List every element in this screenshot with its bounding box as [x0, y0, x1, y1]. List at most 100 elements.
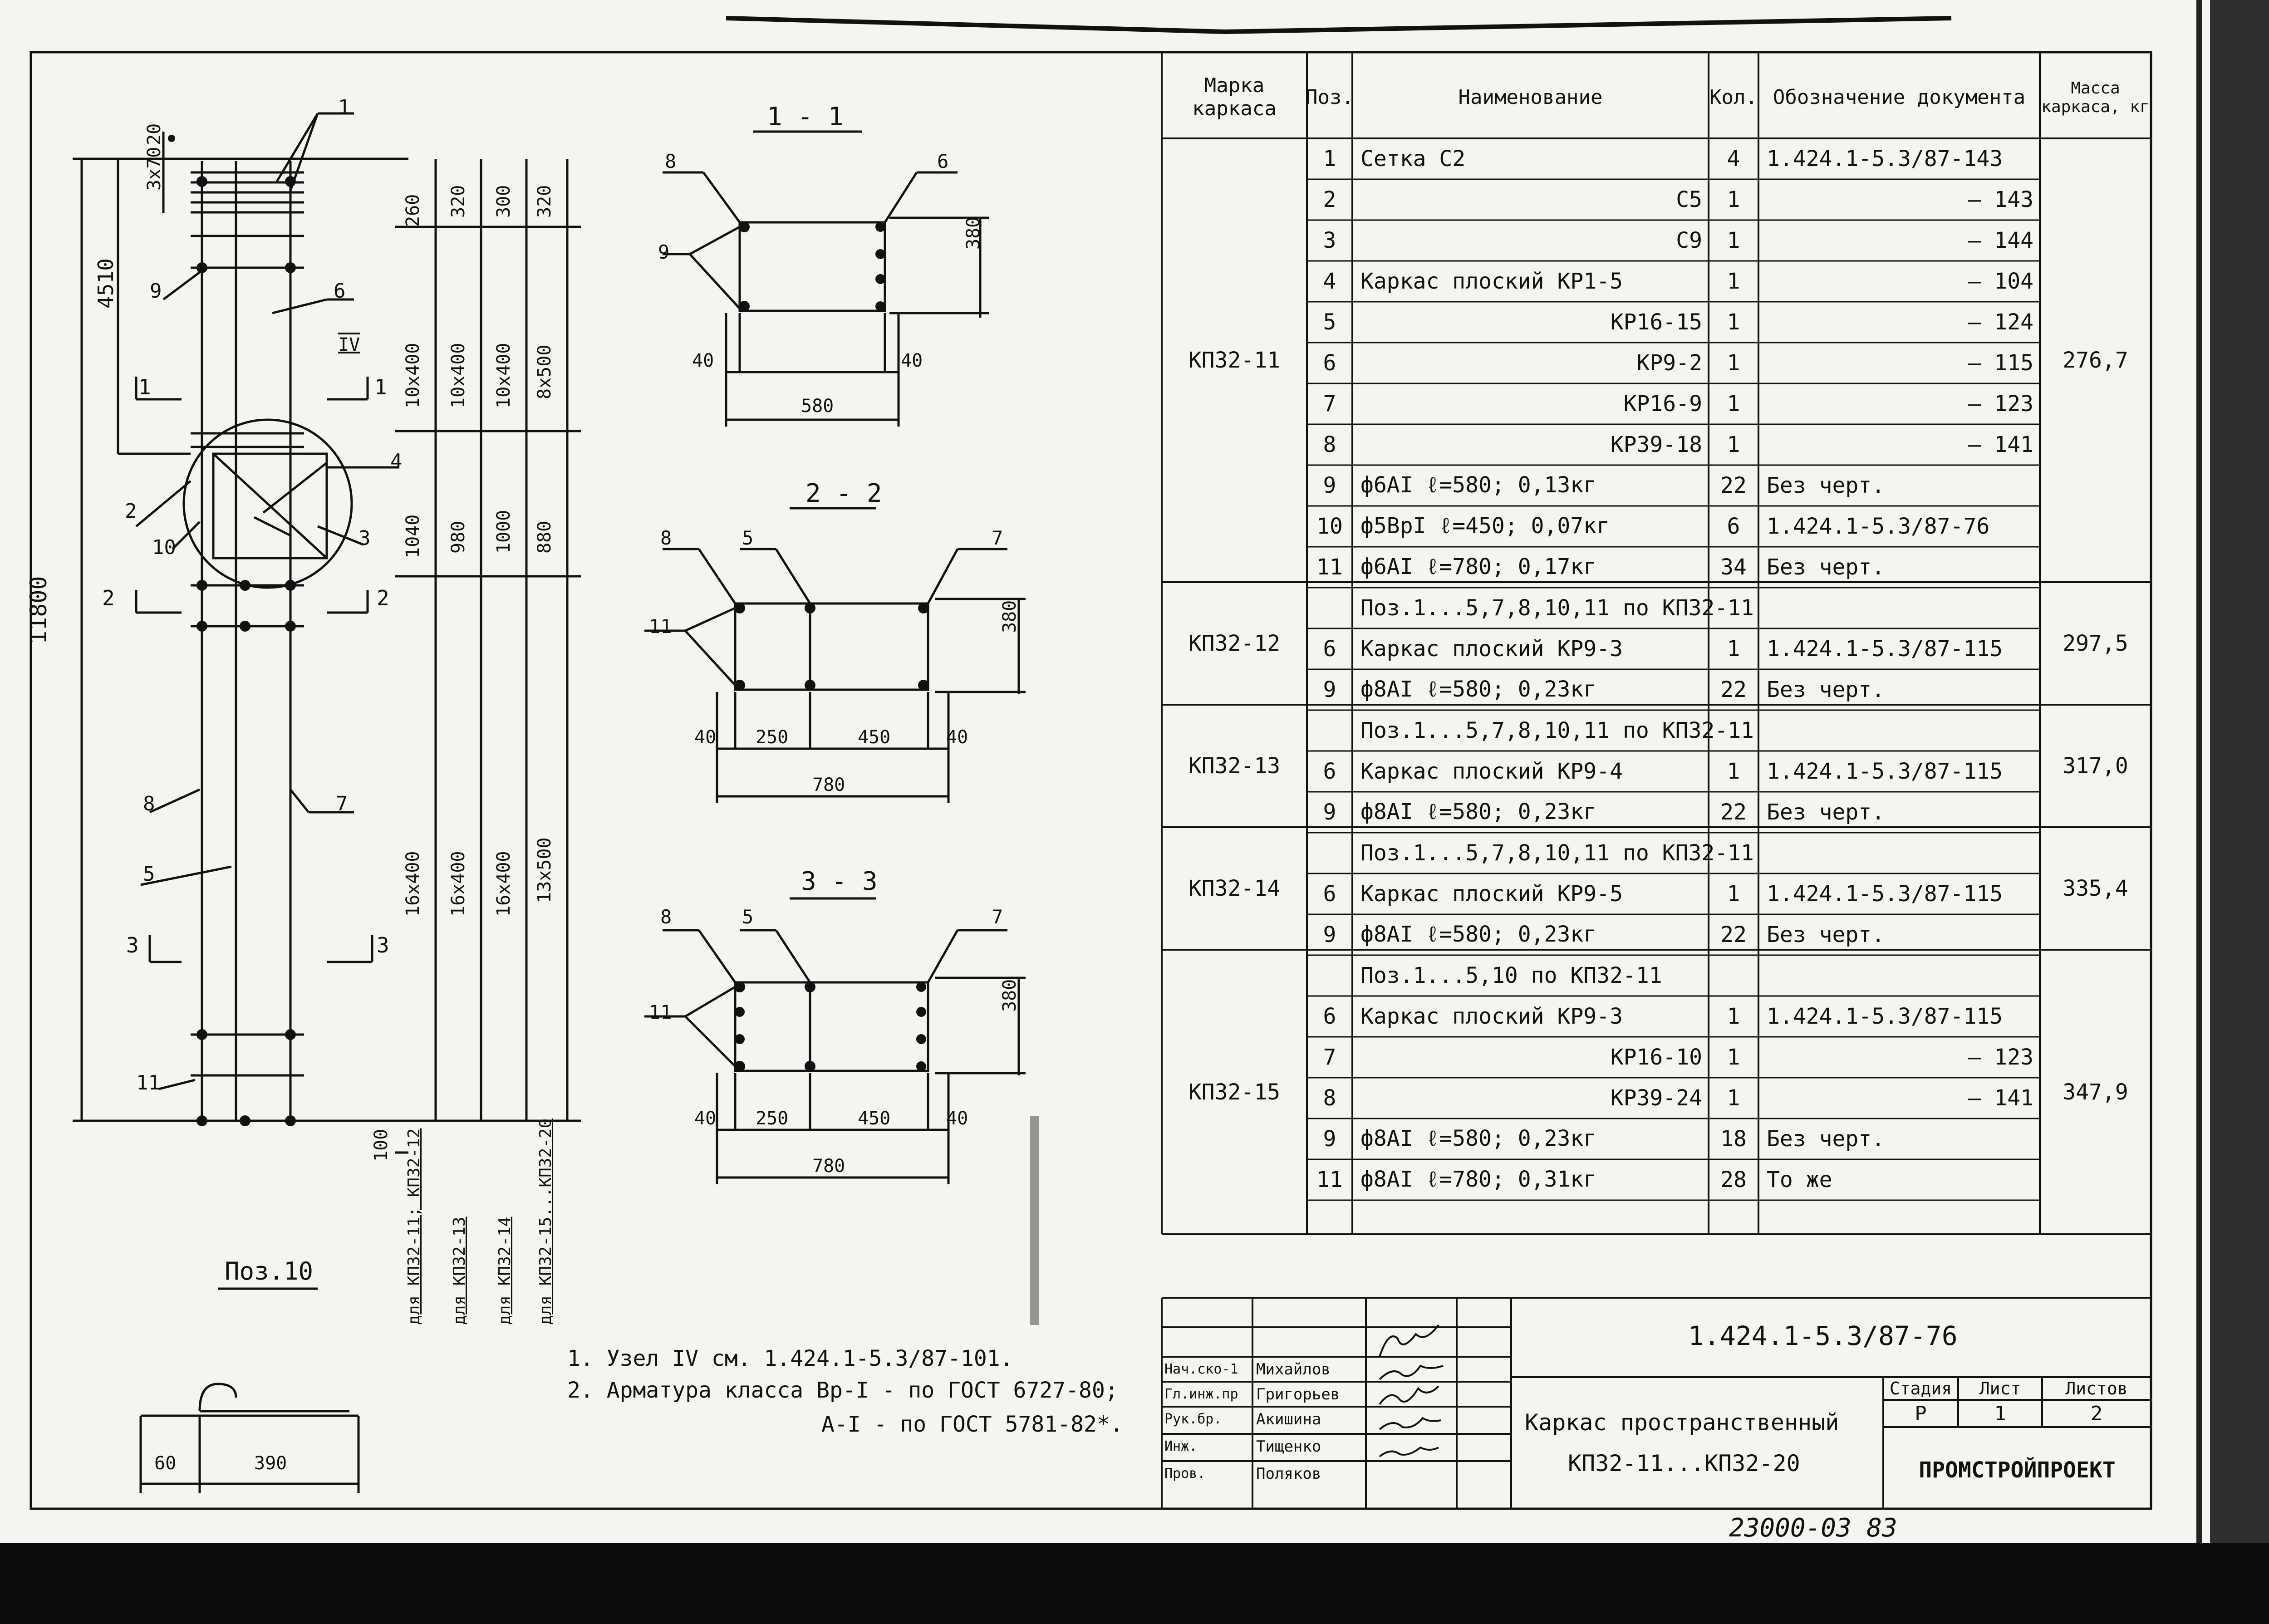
pos10-dim-390: 390: [254, 1453, 287, 1474]
row-qty: 1: [1727, 636, 1740, 662]
row-doc: — 141: [1968, 1085, 2034, 1111]
leader-number: 1: [338, 96, 350, 119]
row-name: Поз.1...5,7,8,10,11 по КП32-11: [1360, 718, 1754, 743]
section-dimension: 380: [999, 979, 1020, 1012]
row-pos: 9: [1323, 1126, 1336, 1152]
row-doc: — 124: [1968, 309, 2034, 335]
cut-label: 3: [126, 933, 139, 957]
dimension-label: 16x400: [448, 851, 469, 917]
dimension-label: 16x400: [403, 851, 423, 917]
group-mark: КП32-15: [1188, 1079, 1281, 1105]
row-doc: Без черт.: [1767, 922, 1885, 947]
row-doc: Без черт.: [1767, 677, 1885, 702]
row-name: С5: [1676, 187, 1702, 212]
row-doc: — 141: [1968, 432, 2034, 457]
row-name: Каркас плоский КР9-5: [1360, 881, 1623, 907]
dimension-label: 320: [448, 185, 469, 218]
row-pos: 1: [1323, 146, 1336, 172]
row-qty: 22: [1720, 473, 1747, 498]
section-leader-number: 7: [992, 906, 1003, 928]
section-leader-number: 7: [992, 527, 1003, 549]
row-doc: 1.424.1-5.3/87-115: [1767, 636, 2003, 662]
header-pos: Поз.: [1306, 85, 1354, 109]
section-dimension: 250: [756, 1108, 789, 1129]
dimension-label: 880: [534, 520, 555, 554]
section-dimension: 380: [963, 216, 984, 250]
row-name: КР16-9: [1623, 391, 1702, 417]
title-line-2: КП32-11...КП32-20: [1568, 1450, 1800, 1477]
person-name: Григорьев: [1256, 1385, 1340, 1403]
pos10-title: Поз.10: [225, 1257, 314, 1285]
note-3: А-I - по ГОСТ 5781-82*.: [821, 1412, 1123, 1437]
row-name: КР16-15: [1610, 309, 1702, 335]
row-pos: 4: [1323, 269, 1336, 294]
row-doc: Без черт.: [1767, 800, 1885, 825]
row-name: Каркас плоский КР9-4: [1360, 759, 1623, 784]
header-doc: Обозначение документа: [1773, 85, 2026, 109]
row-pos: 11: [1316, 1167, 1343, 1192]
row-qty: 1: [1727, 1045, 1740, 1070]
section-dimension: 780: [812, 1156, 845, 1177]
cut-label: 2: [102, 586, 115, 610]
dimension-label: 16x400: [493, 851, 514, 917]
row-pos: 10: [1316, 514, 1343, 539]
row-pos: 6: [1323, 881, 1336, 907]
row-doc: 1.424.1-5.3/87-115: [1767, 1004, 2003, 1029]
row-pos: [1307, 588, 1352, 628]
header-qty: Кол.: [1709, 85, 1758, 109]
sheet-value: 1: [1994, 1402, 2006, 1425]
person-name: Акишина: [1256, 1410, 1321, 1428]
row-qty: 18: [1720, 1126, 1747, 1152]
cut-label: 1: [138, 375, 151, 399]
leader-number: 9: [150, 280, 162, 303]
row-doc: Без черт.: [1767, 554, 1885, 580]
section-leader-number: 5: [742, 906, 754, 928]
group-mass: 335,4: [2063, 876, 2128, 901]
section-leader-number: 11: [649, 615, 672, 638]
leader-number: 2: [125, 500, 137, 523]
row-qty: 28: [1720, 1167, 1747, 1192]
row-name: ф8АI ℓ=780; 0,31кг: [1360, 1166, 1597, 1192]
height-dimension: 11800: [25, 576, 52, 644]
role-label: Пров.: [1164, 1466, 1206, 1482]
row-qty: 22: [1720, 677, 1747, 702]
row-pos: 11: [1316, 554, 1343, 580]
leader-number: 7: [336, 792, 348, 815]
row-doc: [1758, 710, 2040, 751]
row-pos: 9: [1323, 922, 1336, 947]
section-leader-number: 9: [658, 241, 670, 263]
leader-number: 8: [143, 792, 155, 815]
section-title: 2 - 2: [805, 479, 882, 508]
row-doc: [1758, 588, 2040, 628]
header-mark: Марка каркаса: [1192, 74, 1277, 120]
row-name: Поз.1...5,7,8,10,11 по КП32-11: [1360, 840, 1754, 866]
row-name: Сетка С2: [1360, 146, 1466, 172]
row-doc: — 143: [1968, 187, 2034, 212]
row-doc: Без черт.: [1767, 473, 1885, 498]
row-name: С9: [1676, 228, 1702, 253]
dimension-label: 13x500: [534, 837, 555, 903]
row-pos: 6: [1323, 759, 1336, 784]
row-qty: 22: [1720, 922, 1747, 947]
row-pos: 5: [1323, 309, 1336, 335]
cut-label: 2: [377, 586, 389, 610]
pos10-dim-60: 60: [154, 1453, 177, 1474]
row-name: ф8АI ℓ=580; 0,23кг: [1360, 799, 1597, 824]
row-name: КР39-24: [1610, 1085, 1702, 1111]
note-2: 2. Арматура класса Вр-I - по ГОСТ 6727-8…: [567, 1378, 1118, 1403]
row-pos: 2: [1323, 187, 1336, 212]
row-pos: 7: [1323, 391, 1336, 417]
section-dimension: 40: [692, 350, 714, 371]
row-qty: 1: [1727, 1085, 1740, 1111]
row-qty: 1: [1727, 269, 1740, 294]
row-doc: 1.424.1-5.3/87-143: [1767, 146, 2003, 172]
dimension-label: 100: [371, 1128, 392, 1162]
section-leader-number: 8: [665, 150, 677, 172]
dimension-label: 10x400: [493, 343, 514, 409]
row-qty: 34: [1720, 554, 1747, 580]
row-doc: [1758, 833, 2040, 873]
top-dimension: 4510: [93, 258, 118, 309]
dimension-label: 10x400: [448, 343, 469, 409]
row-qty: 1: [1727, 228, 1740, 253]
row-name: ф8АI ℓ=580; 0,23кг: [1360, 921, 1597, 947]
